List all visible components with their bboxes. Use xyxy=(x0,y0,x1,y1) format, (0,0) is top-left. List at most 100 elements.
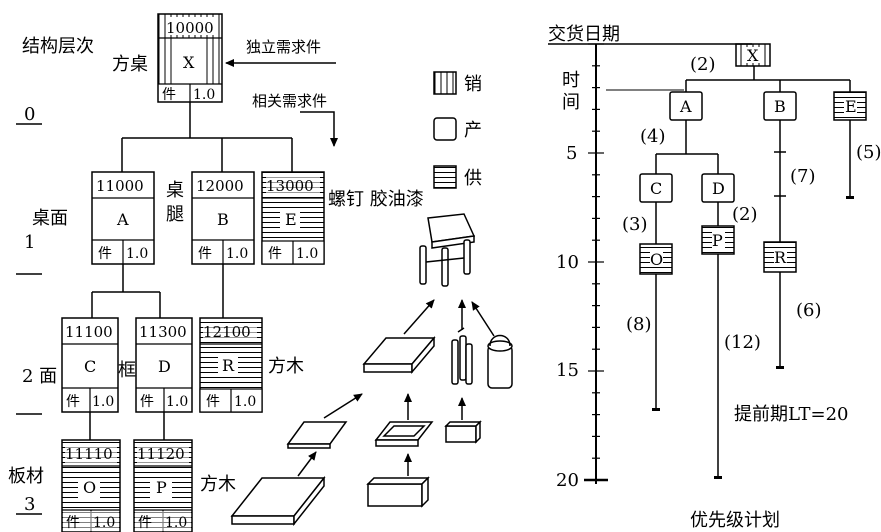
b-unit: 件 xyxy=(198,246,212,262)
d-qty: 1.0 xyxy=(166,394,188,410)
time-label-1: 时 xyxy=(562,70,580,91)
d-code: 11300 xyxy=(139,323,187,341)
dur-x: (2) xyxy=(690,54,716,75)
bom-connectors-level2 xyxy=(92,264,223,318)
b-qty: 1.0 xyxy=(226,246,248,262)
lead-time-label: 提前期LT=20 xyxy=(734,404,848,425)
tick-10: 10 xyxy=(556,252,579,273)
legend-sell: 销 xyxy=(464,74,482,95)
b-name-1: 桌 xyxy=(166,180,184,201)
b-name-2: 腿 xyxy=(166,204,184,225)
schedule-node-p: P xyxy=(702,226,734,254)
wood-block xyxy=(368,478,428,506)
svg-text:B: B xyxy=(774,97,786,116)
r-qty: 1.0 xyxy=(234,394,256,410)
c-letter: C xyxy=(84,357,96,376)
level-markers: 0 1 3 xyxy=(16,104,42,515)
c-code: 11100 xyxy=(65,323,113,341)
bom-node-b: 12000 B 件 1.0 xyxy=(192,172,254,264)
panel xyxy=(288,422,346,448)
d-letter: D xyxy=(158,357,171,376)
legend-supply-swatch xyxy=(434,166,456,188)
dur-a: (4) xyxy=(640,126,666,147)
legend-supply: 供 xyxy=(464,168,482,189)
x-name: 方桌 xyxy=(112,54,148,75)
dur-p: (12) xyxy=(724,332,761,353)
bom-node-e: 13000 E 件 1.0 xyxy=(262,172,324,264)
legend-sell-swatch xyxy=(434,72,456,94)
dur-d: (2) xyxy=(732,204,758,225)
p-qty: 1.0 xyxy=(165,515,187,531)
svg-text:R: R xyxy=(774,248,787,267)
e-qty: 1.0 xyxy=(296,246,318,262)
frame xyxy=(376,422,432,446)
x-code: 10000 xyxy=(166,19,214,37)
a-unit: 件 xyxy=(98,246,112,262)
tick-15: 15 xyxy=(556,360,579,381)
b-letter: B xyxy=(217,210,229,229)
legend: 销 产 供 xyxy=(434,72,482,189)
schedule-node-o: O xyxy=(640,244,672,274)
o-unit: 件 xyxy=(66,515,80,531)
c-qty: 1.0 xyxy=(92,394,114,410)
svg-text:X: X xyxy=(747,46,759,65)
legend-produce-swatch xyxy=(434,118,456,140)
e-unit: 件 xyxy=(268,246,282,262)
o-name: 板材 xyxy=(8,466,44,487)
a-qty: 1.0 xyxy=(126,246,148,262)
x-unit: 件 xyxy=(162,87,176,103)
dur-c: (3) xyxy=(622,214,648,235)
e-letter: E xyxy=(285,210,297,229)
r-letter: R xyxy=(222,356,235,375)
delivery-date-label: 交货日期 xyxy=(548,24,620,45)
bom-node-c: 11100 C 件 1.0 xyxy=(62,318,118,412)
schedule-node-r: R xyxy=(764,242,796,272)
dur-o: (8) xyxy=(626,314,652,335)
svg-text:E: E xyxy=(845,97,857,116)
bom-connectors-level3 xyxy=(90,412,164,440)
svg-text:P: P xyxy=(712,231,723,250)
small-block xyxy=(446,422,480,442)
a-name: 桌面 xyxy=(32,208,68,229)
r-unit: 件 xyxy=(206,394,220,410)
level-0: 0 xyxy=(24,104,35,125)
a-code: 11000 xyxy=(96,177,144,195)
independent-demand-label: 独立需求件 xyxy=(246,38,321,56)
svg-text:A: A xyxy=(679,97,692,116)
board-large xyxy=(232,478,324,524)
e-name: 螺钉 胶油漆 xyxy=(328,189,424,210)
schedule-node-x: X xyxy=(736,44,770,66)
priority-plan-label: 优先级计划 xyxy=(690,510,780,531)
tick-20: 20 xyxy=(556,470,579,491)
legend-produce: 产 xyxy=(464,120,482,141)
schedule-node-d: D xyxy=(702,174,734,202)
time-label-2: 间 xyxy=(562,92,580,113)
e-code: 13000 xyxy=(266,177,314,195)
p-name: 方木 xyxy=(200,474,236,495)
svg-text:O: O xyxy=(650,250,663,269)
svg-text:D: D xyxy=(712,179,725,198)
o-qty: 1.0 xyxy=(93,515,115,531)
dur-b: (7) xyxy=(790,166,816,187)
d-unit: 件 xyxy=(140,394,154,410)
bom-node-x: 10000 X 件 1.0 xyxy=(158,14,222,103)
legs xyxy=(452,328,472,384)
assembly-arrows xyxy=(298,300,494,476)
svg-text:C: C xyxy=(650,179,662,198)
schedule-node-e: E xyxy=(834,92,866,120)
o-code: 11110 xyxy=(65,445,113,463)
o-letter: O xyxy=(83,478,96,497)
dur-r: (6) xyxy=(796,300,822,321)
x-qty: 1.0 xyxy=(193,87,215,103)
dependent-demand-label: 相关需求件 xyxy=(252,92,327,110)
r-name: 方木 xyxy=(268,356,304,377)
level-title: 结构层次 xyxy=(22,36,94,57)
bom-node-p: 11120 P 件 1.0 xyxy=(134,440,192,532)
a-letter: A xyxy=(116,210,129,229)
table-top xyxy=(364,338,434,372)
tick-5: 5 xyxy=(566,143,577,164)
table-illustration xyxy=(420,214,474,286)
bom-connectors-level1 xyxy=(122,102,292,172)
x-letter: X xyxy=(183,53,195,72)
schedule-node-a: A xyxy=(670,92,702,120)
